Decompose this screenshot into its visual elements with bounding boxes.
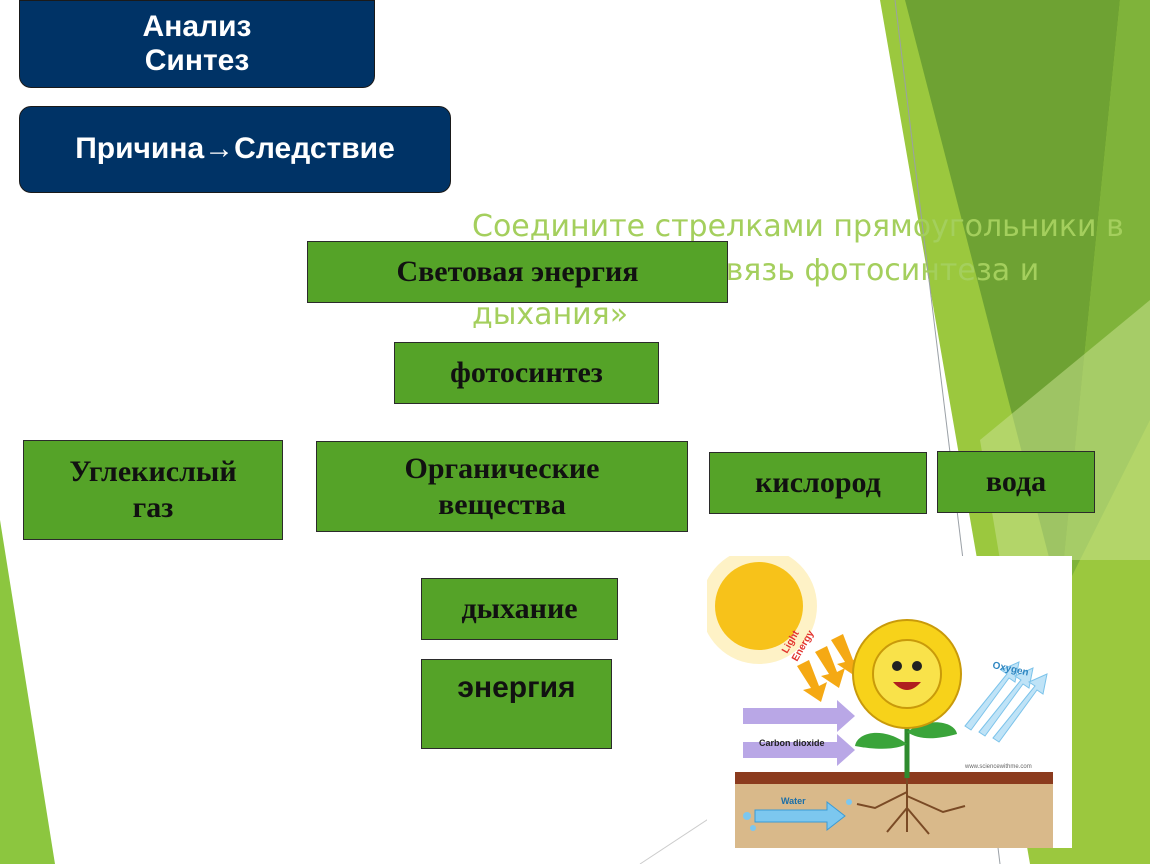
analysis-synthesis-box: Анализ Синтез (19, 0, 375, 88)
organic-label-line1: Органические (404, 451, 600, 485)
sunflower-icon (852, 619, 962, 729)
photosynthesis-illustration: Light Energy Oxygen Carbon dioxide Water (701, 548, 1072, 848)
synthesis-label: Синтез (144, 44, 250, 77)
cause-effect-box: Причина→Следствие (19, 106, 451, 193)
sun-icon (701, 548, 817, 664)
carbon-dioxide-box[interactable]: Углекислый газ (23, 440, 283, 540)
photosynthesis-label: фотосинтез (450, 356, 603, 389)
water-label: вода (985, 465, 1047, 498)
water-text: Water (781, 796, 806, 806)
light-energy-box[interactable]: Световая энергия (307, 241, 728, 303)
analysis-label: Анализ (142, 9, 252, 43)
oxygen-label: кислород (755, 466, 881, 499)
energy-label: энергия (457, 671, 576, 704)
water-arrow-icon (743, 799, 852, 832)
water-box[interactable]: вода (937, 451, 1095, 513)
co2-label-line2: газ (132, 491, 174, 524)
oxygen-box[interactable]: кислород (709, 452, 927, 514)
respiration-box[interactable]: дыхание (421, 578, 618, 640)
illustration-svg: Light Energy Oxygen Carbon dioxide Water (701, 548, 1053, 848)
respiration-label: дыхание (461, 592, 578, 625)
photosynthesis-box[interactable]: фотосинтез (394, 342, 659, 404)
co2-arrows-icon (743, 700, 855, 766)
soil-icon (735, 772, 1053, 848)
co2-label-line1: Углекислый (69, 455, 237, 488)
oxygen-arrows-icon (964, 661, 1048, 743)
cause-effect-label: Причина→Следствие (75, 132, 395, 166)
bg-left-green (0, 520, 55, 864)
light-energy-label: Световая энергия (396, 255, 639, 288)
energy-box[interactable]: энергия (421, 659, 612, 749)
roots-icon (856, 778, 966, 835)
organic-label-line2: вещества (438, 487, 566, 521)
organic-substances-box[interactable]: Органические вещества (316, 441, 688, 532)
site-text: www.sciencewithme.com (964, 764, 1032, 770)
carbon-dioxide-text: Carbon dioxide (759, 738, 825, 748)
